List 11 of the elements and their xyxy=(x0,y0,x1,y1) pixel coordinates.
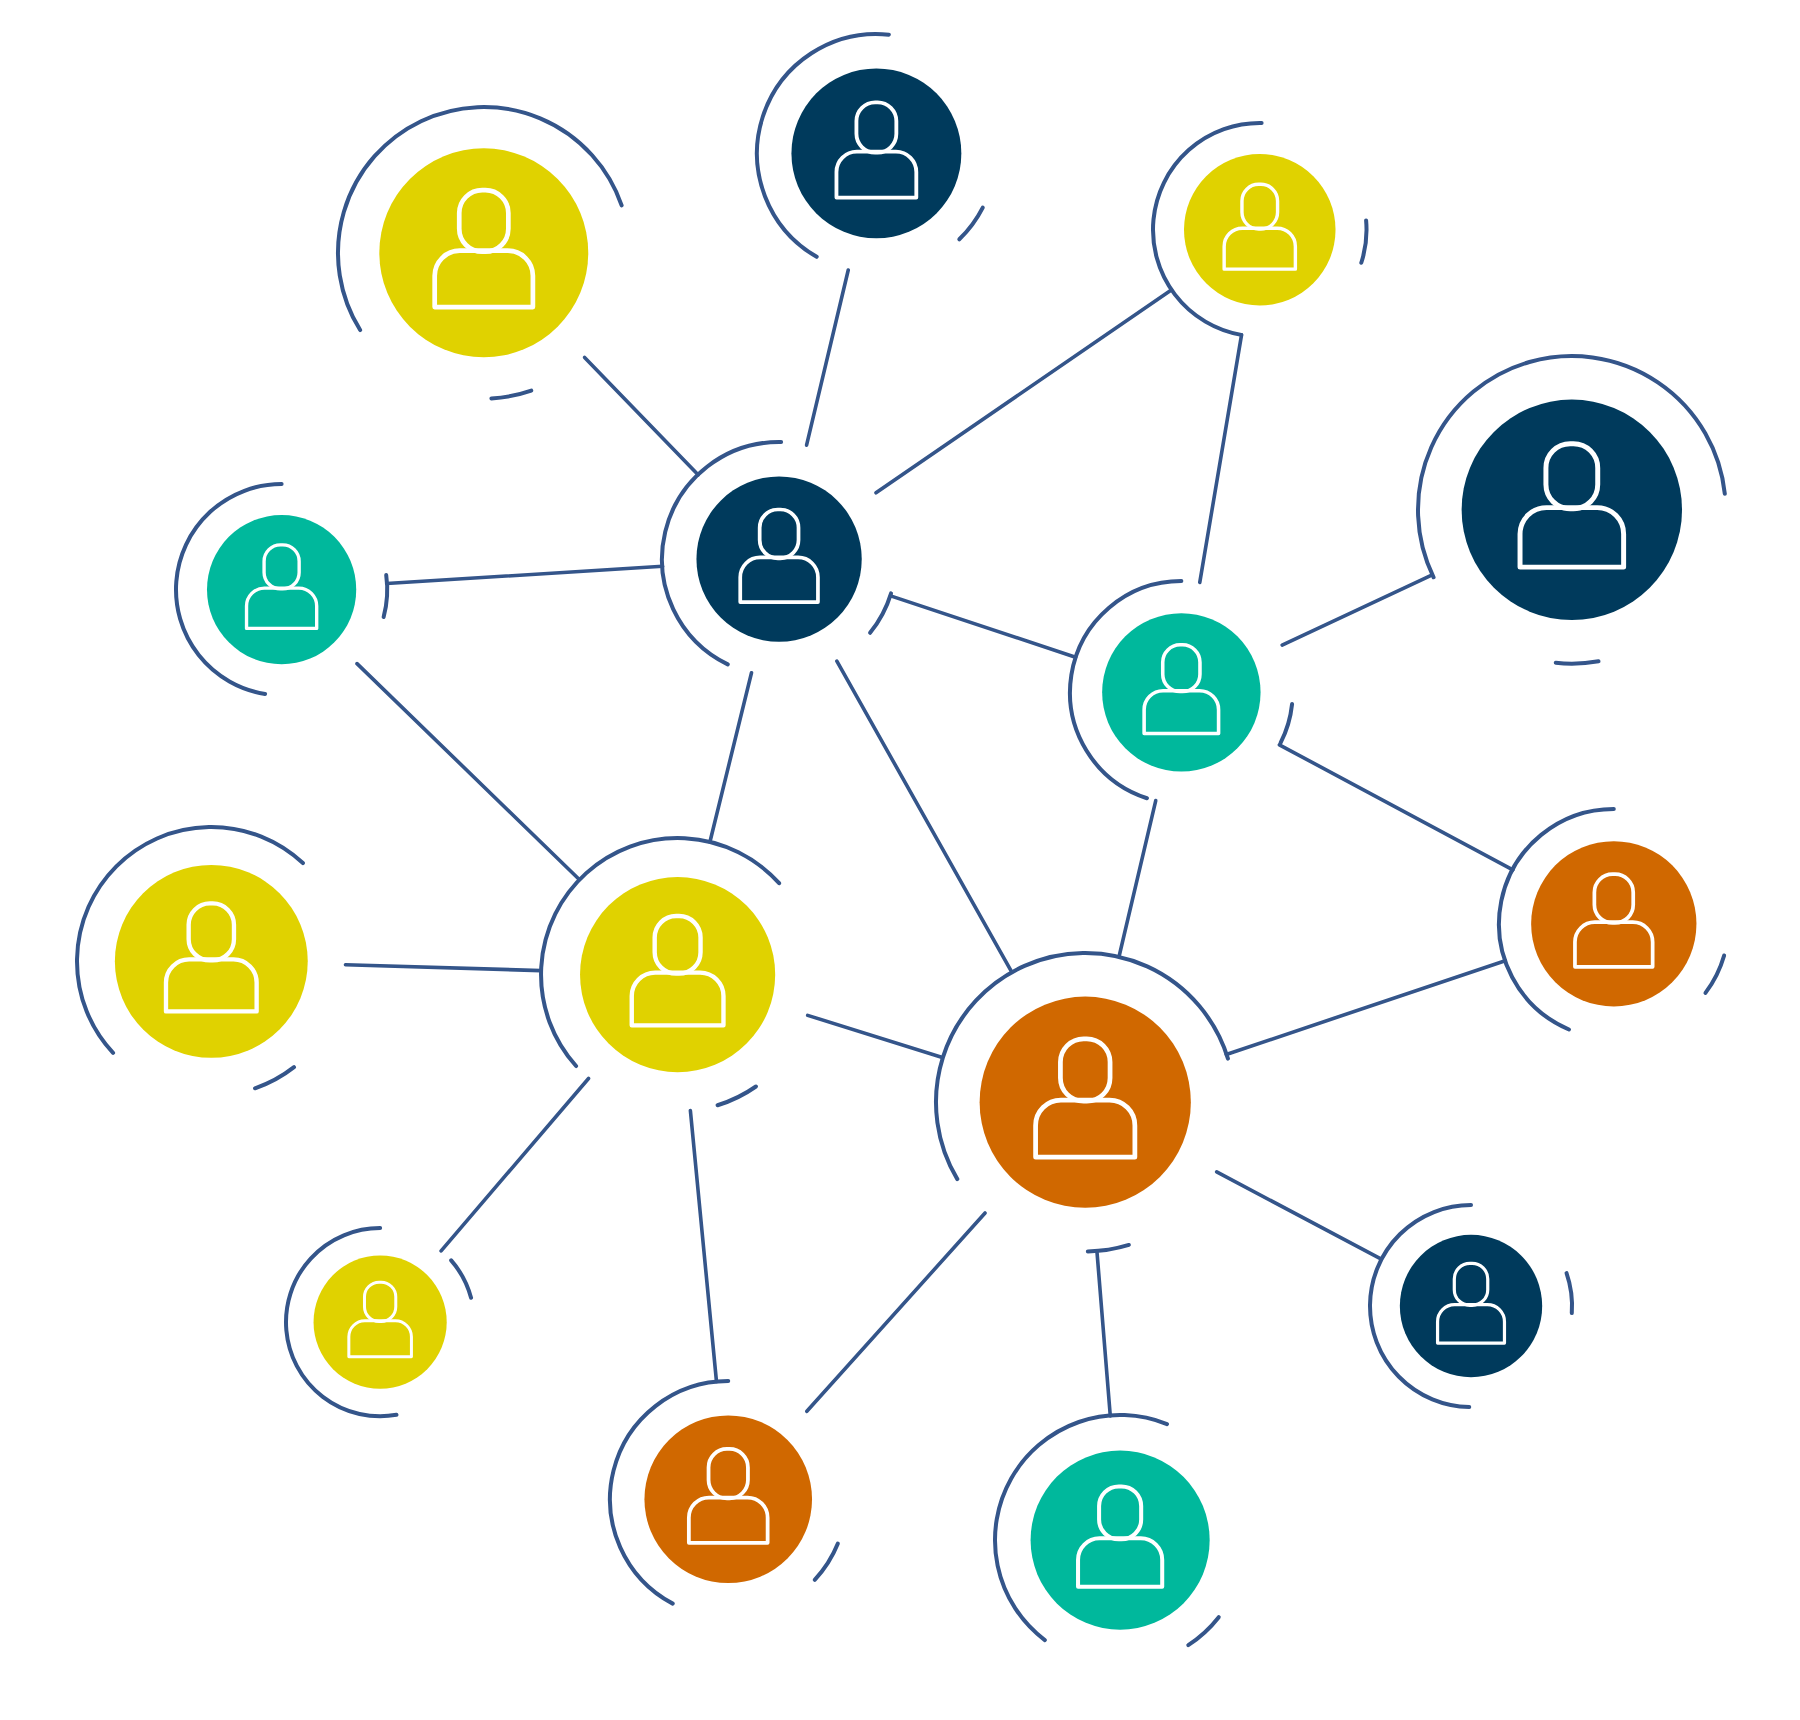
connector-line xyxy=(1280,573,1434,647)
person-node xyxy=(1413,351,1730,668)
connector-line xyxy=(582,355,700,477)
connector-line xyxy=(355,661,582,882)
connector-line xyxy=(1277,743,1515,872)
person-node xyxy=(1365,1201,1576,1412)
connector-line xyxy=(439,1076,591,1253)
connector-line xyxy=(805,1211,987,1414)
connector-line xyxy=(874,288,1174,495)
connector-line xyxy=(835,659,1014,974)
connector-line xyxy=(804,268,851,447)
